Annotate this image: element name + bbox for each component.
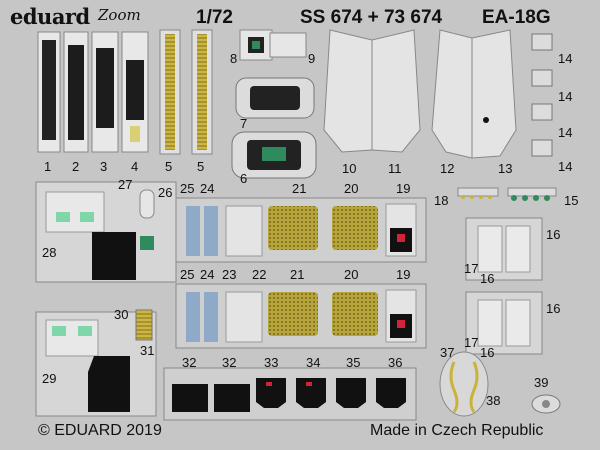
part-number: 22 [252,267,267,282]
part-number: 7 [240,116,248,131]
part-11-panel [371,29,421,153]
set-code-label: SS 674 + 73 674 [300,7,443,28]
part-number: 2 [72,159,80,174]
part-number: 30 [114,307,129,322]
part-number: 16 [480,271,495,286]
part-number: 9 [308,51,316,66]
part-number: 1 [44,159,52,174]
part-number: 20 [344,267,359,282]
zoom-logo-text: Zoom [98,6,141,24]
part-number: 6 [240,171,248,186]
part-number: 18 [434,193,449,208]
part-number: 31 [140,343,155,358]
instrument-panel-strips [37,31,149,153]
part-number: 23 [222,267,237,282]
part-number: 29 [42,371,57,386]
part-number: 19 [396,267,411,282]
brand-logo-text: eduard [10,4,90,29]
part-26 [139,189,155,219]
part-number: 10 [342,161,357,176]
part-number: 27 [118,177,133,192]
part-30-belt [135,309,153,341]
part-39 [531,394,561,414]
part-number: 13 [498,161,513,176]
part-number: 39 [534,375,549,390]
part-number: 36 [388,355,403,370]
part-12-panel [431,29,473,159]
part-number: 32 [222,355,237,370]
part-number: 25 [180,181,195,196]
part-16-frame-lower [465,291,543,355]
part-number: 17 [464,335,479,350]
part-number: 14 [558,125,573,140]
part-number: 28 [42,245,57,260]
part-number: 26 [158,185,173,200]
part-number: 15 [564,193,579,208]
part-number: 20 [344,181,359,196]
part-18-pins [457,187,499,199]
part-number: 21 [292,181,307,196]
part-number: 33 [264,355,279,370]
ejection-seat-assembly-upper [175,197,427,263]
part-number: 11 [388,161,402,176]
part-number: 12 [440,161,455,176]
part-9-panel [269,32,307,58]
part-number: 14 [558,51,573,66]
part-number: 14 [558,159,573,174]
part-14-latches [531,33,553,157]
part-number: 38 [486,393,501,408]
harness-belts [159,29,213,155]
part-number: 37 [440,345,455,360]
part-number: 3 [100,159,108,174]
part-number: 5 [165,159,173,174]
part-number: 24 [200,181,215,196]
bottom-black-panels [163,367,417,421]
part-number: 21 [290,267,305,282]
part-13-panel [471,29,517,159]
part-number: 17 [464,261,479,276]
part-number: 8 [230,51,238,66]
origin-text: Made in Czech Republic [370,422,544,439]
part-number: 24 [200,267,215,282]
part-number: 5 [197,159,205,174]
part-37-handles [439,351,489,417]
part-16-frame-upper [465,217,543,281]
part-28-console [35,181,177,283]
copyright-text: © EDUARD 2019 [38,422,162,439]
part-number: 35 [346,355,361,370]
part-number: 14 [558,89,573,104]
part-number: 16 [546,227,561,242]
scale-label: 1/72 [196,7,233,28]
part-number: 16 [546,301,561,316]
part-number: 4 [131,159,139,174]
part-number: 16 [480,345,495,360]
part-number: 25 [180,267,195,282]
part-number: 32 [182,355,197,370]
part-15-pins [507,187,557,201]
aircraft-label: EA-18G [482,7,551,28]
ejection-seat-assembly-lower [175,283,427,349]
part-number: 19 [396,181,411,196]
part-10-panel [323,29,373,153]
part-number: 34 [306,355,321,370]
